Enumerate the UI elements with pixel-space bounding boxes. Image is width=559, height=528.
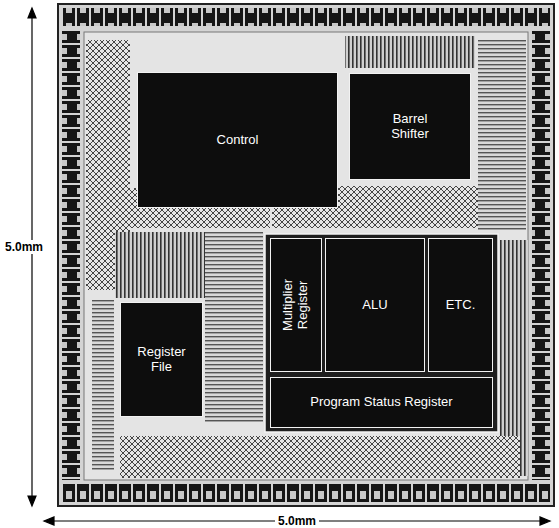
block-label: ETC. <box>446 298 476 313</box>
alu-block: ALU <box>325 238 425 372</box>
arrowhead <box>28 8 36 18</box>
register-file-block: Register File <box>120 302 203 417</box>
control-block: Control <box>137 72 338 208</box>
arrowhead <box>540 517 550 525</box>
pad-row <box>62 484 550 502</box>
pad-column <box>532 30 550 480</box>
block-label: Barrel Shifter <box>378 112 442 142</box>
datapath-block <box>265 234 498 432</box>
block-label: Program Status Register <box>310 395 452 410</box>
block-label: Control <box>217 133 259 148</box>
pad-column <box>62 30 80 480</box>
dimension-label: 5.0mm <box>275 514 319 528</box>
wiring-area <box>205 232 263 422</box>
dimension-line <box>31 14 32 500</box>
wiring-area <box>478 40 526 230</box>
block-label: Multiplier Register <box>281 279 311 331</box>
shifter-block: Barrel Shifter <box>349 73 471 180</box>
dimension-label: 5.0mm <box>2 240 46 254</box>
status-register-block: Program Status Register <box>270 377 493 428</box>
etc-block: ETC. <box>428 238 493 372</box>
wiring-area <box>115 232 205 298</box>
pad-row <box>62 8 550 26</box>
dimension-arrows <box>28 8 550 525</box>
arrowhead <box>44 517 54 525</box>
die-outline <box>58 4 554 506</box>
multiplier-block: Multiplier Register <box>270 238 322 372</box>
block-label: ALU <box>362 298 387 313</box>
wiring-area <box>120 436 520 478</box>
wiring-area <box>92 300 114 470</box>
wiring-area <box>345 36 475 68</box>
core-area <box>84 32 528 480</box>
block-label: Register File <box>131 345 193 375</box>
arrowhead <box>28 496 36 506</box>
